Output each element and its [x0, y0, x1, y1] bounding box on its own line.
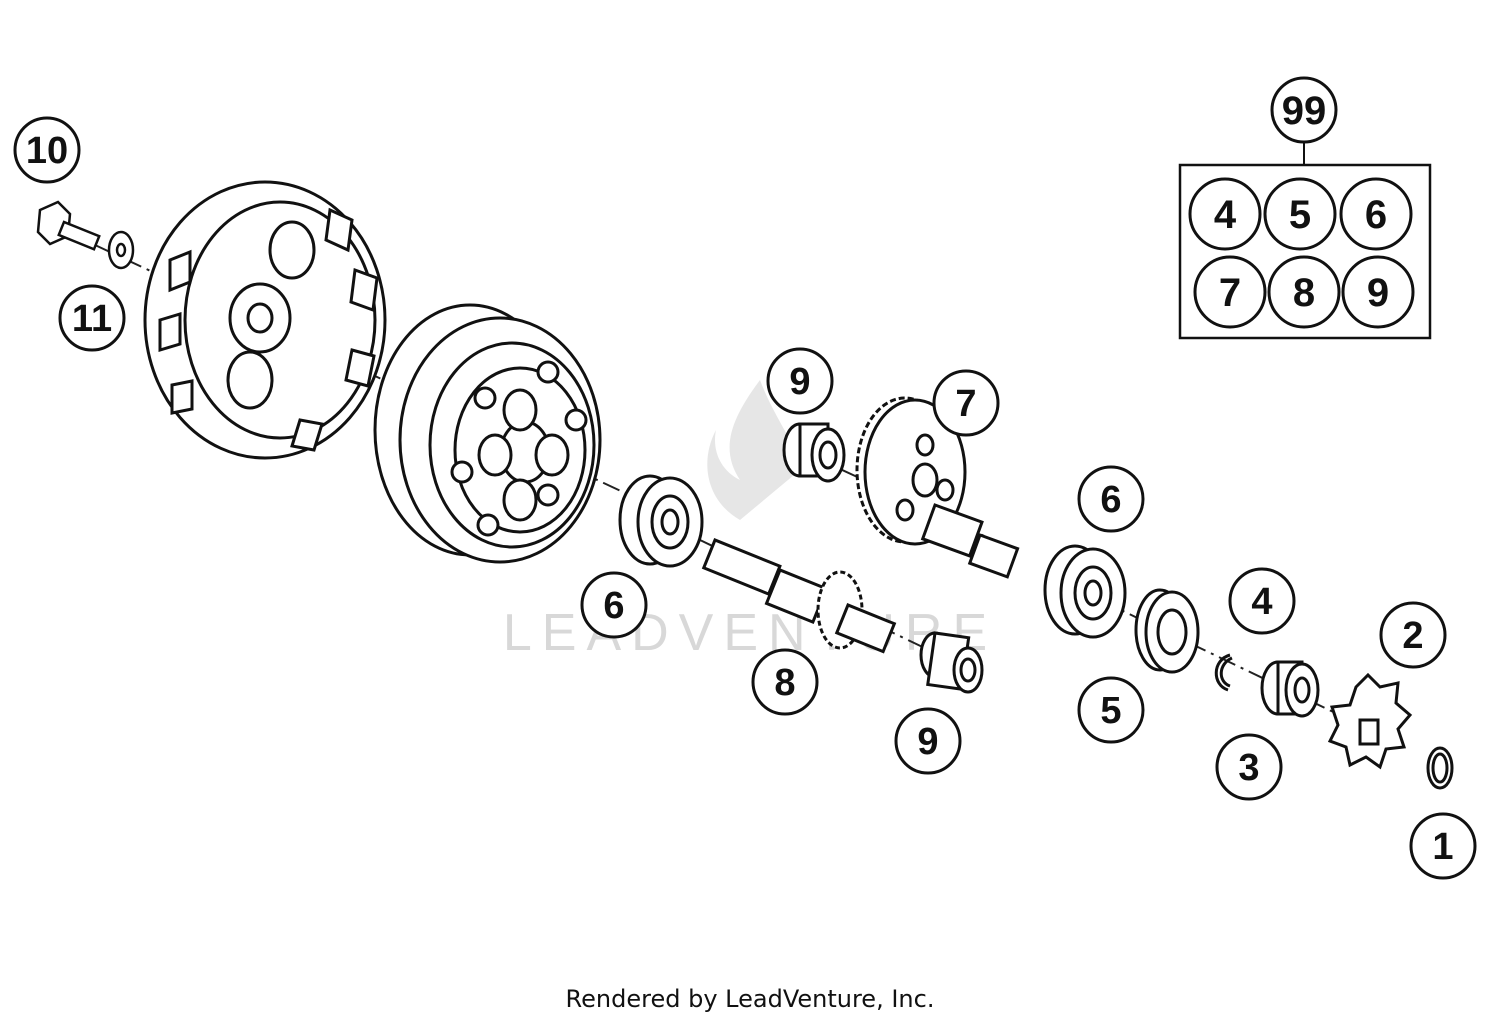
callout-5[interactable]: 5	[1077, 676, 1145, 744]
svg-text:2: 2	[1402, 615, 1423, 657]
svg-text:6: 6	[1100, 479, 1121, 521]
bolt-part	[36, 200, 101, 251]
callout-9-upper[interactable]: 9	[766, 347, 834, 415]
shaft-seal-part	[1134, 588, 1200, 674]
svg-text:4: 4	[1251, 581, 1272, 623]
callout-2[interactable]: 2	[1379, 601, 1447, 669]
kit-item-4[interactable]: 4	[1188, 177, 1262, 251]
footer-credit: Rendered by LeadVenture, Inc.	[565, 985, 935, 1013]
spacer-part	[1260, 660, 1320, 718]
needle-bearing-upper-part	[782, 422, 846, 483]
svg-text:3: 3	[1238, 747, 1259, 789]
kit-99-group[interactable]: 99 4 5 6 7 8 9	[1178, 76, 1432, 340]
kit-item-5[interactable]: 5	[1263, 177, 1337, 251]
svg-text:1: 1	[1432, 826, 1453, 868]
retaining-ring-part	[1426, 746, 1454, 790]
svg-text:9: 9	[917, 721, 938, 763]
svg-text:7: 7	[955, 383, 976, 425]
callout-10[interactable]: 10	[13, 116, 81, 184]
sprocket-part	[1327, 672, 1413, 770]
bearing-left-part	[618, 474, 704, 568]
shaft-gear-8-part	[701, 538, 897, 654]
circlip-4-part	[1214, 653, 1233, 692]
callout-3[interactable]: 3	[1215, 733, 1283, 801]
svg-text:6: 6	[603, 585, 624, 627]
svg-text:9: 9	[789, 361, 810, 403]
callout-11[interactable]: 11	[58, 284, 126, 352]
callout-4[interactable]: 4	[1228, 567, 1296, 635]
svg-text:4: 4	[1214, 193, 1237, 237]
svg-text:6: 6	[1365, 193, 1387, 237]
clutch-basket	[143, 180, 387, 460]
callout-8[interactable]: 8	[751, 648, 819, 716]
svg-text:7: 7	[1219, 271, 1241, 315]
bearing-right-part	[1043, 544, 1127, 639]
washer-part	[107, 230, 135, 270]
gear-shaft-7-part	[855, 396, 1020, 579]
callout-6-left[interactable]: 6	[580, 571, 648, 639]
callout-9-lower[interactable]: 9	[894, 707, 962, 775]
svg-text:5: 5	[1100, 690, 1121, 732]
needle-bearing-lower-part	[919, 631, 984, 694]
clutch-pack-assembly	[373, 303, 602, 564]
kit-item-9[interactable]: 9	[1341, 255, 1415, 329]
svg-text:8: 8	[1293, 271, 1315, 315]
callout-6-right[interactable]: 6	[1077, 465, 1145, 533]
callout-1[interactable]: 1	[1409, 812, 1477, 880]
kit-item-6[interactable]: 6	[1339, 177, 1413, 251]
watermark-flame-logo	[707, 380, 800, 520]
svg-text:11: 11	[72, 298, 112, 340]
svg-text:8: 8	[774, 662, 795, 704]
kit-item-7[interactable]: 7	[1193, 255, 1267, 329]
svg-text:5: 5	[1289, 193, 1311, 237]
svg-text:99: 99	[1282, 89, 1327, 133]
callout-7[interactable]: 7	[932, 369, 1000, 437]
kit-item-8[interactable]: 8	[1267, 255, 1341, 329]
svg-text:9: 9	[1367, 271, 1389, 315]
svg-text:10: 10	[26, 130, 68, 172]
